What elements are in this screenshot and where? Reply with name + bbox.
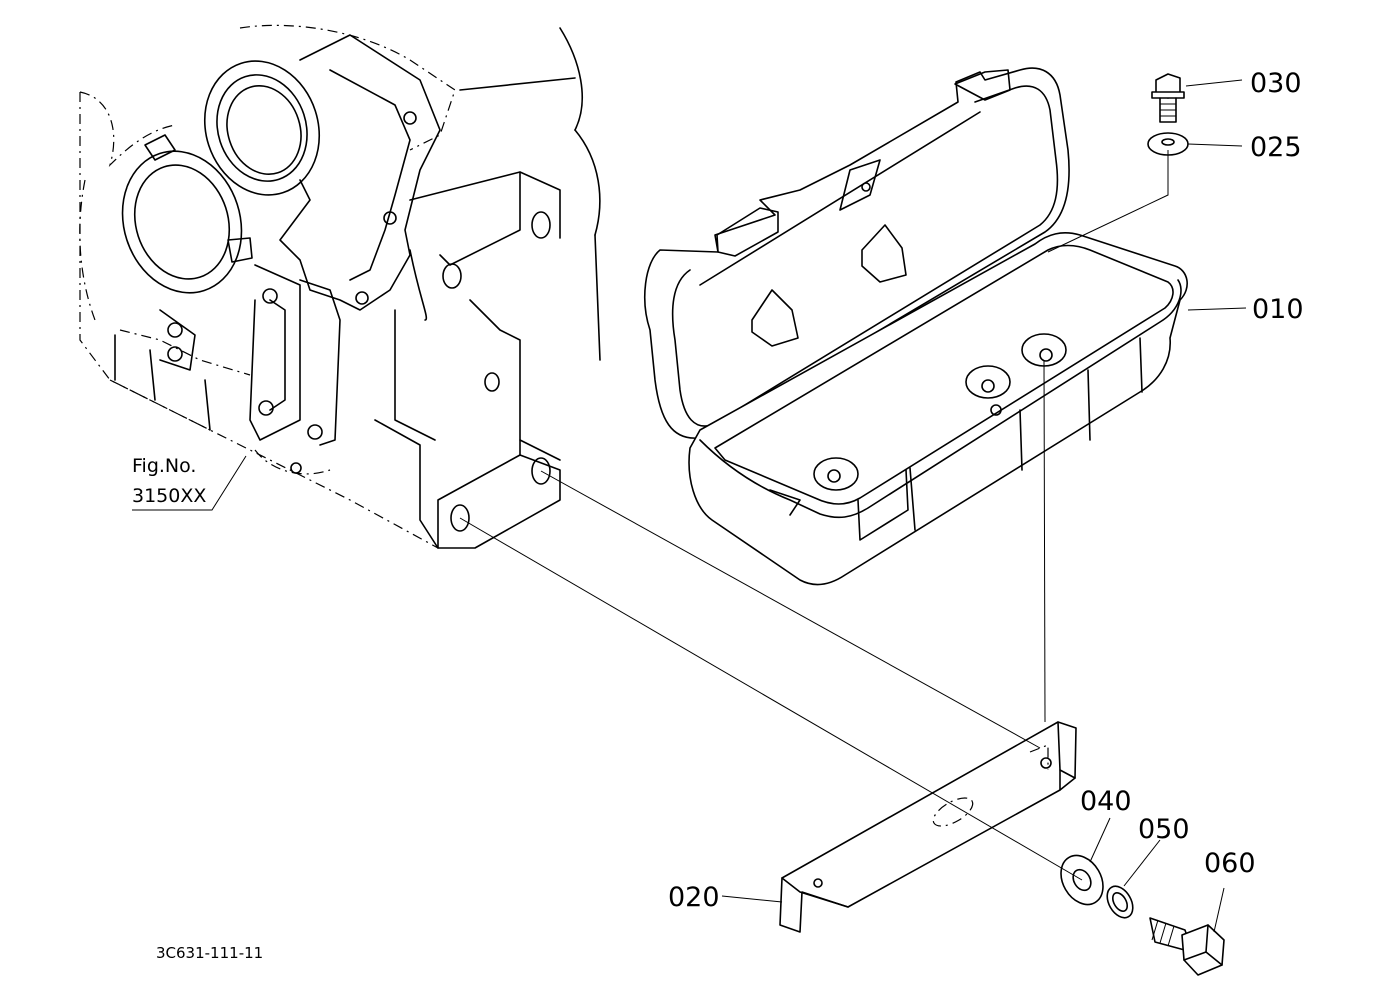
callout-060: 060	[1204, 848, 1256, 879]
figure-ref-label: Fig.No.	[132, 455, 196, 477]
callout-020: 020	[668, 882, 720, 913]
tool-box	[644, 67, 1188, 586]
lock-washer-050	[1106, 885, 1134, 919]
callout-010: 010	[1252, 294, 1304, 325]
callout-030: 030	[1250, 68, 1302, 99]
bolt-060	[1149, 917, 1225, 976]
transmission-housing	[79, 24, 601, 549]
bolt-030	[1151, 73, 1185, 123]
callout-040: 040	[1080, 786, 1132, 817]
callout-050: 050	[1138, 814, 1190, 845]
assembly-lines	[132, 79, 1247, 933]
drawing-code: 3C631-111-11	[156, 944, 263, 962]
figure-ref-number: 3150XX	[132, 485, 206, 507]
callout-025: 025	[1250, 132, 1302, 163]
mounting-bracket	[779, 721, 1077, 933]
